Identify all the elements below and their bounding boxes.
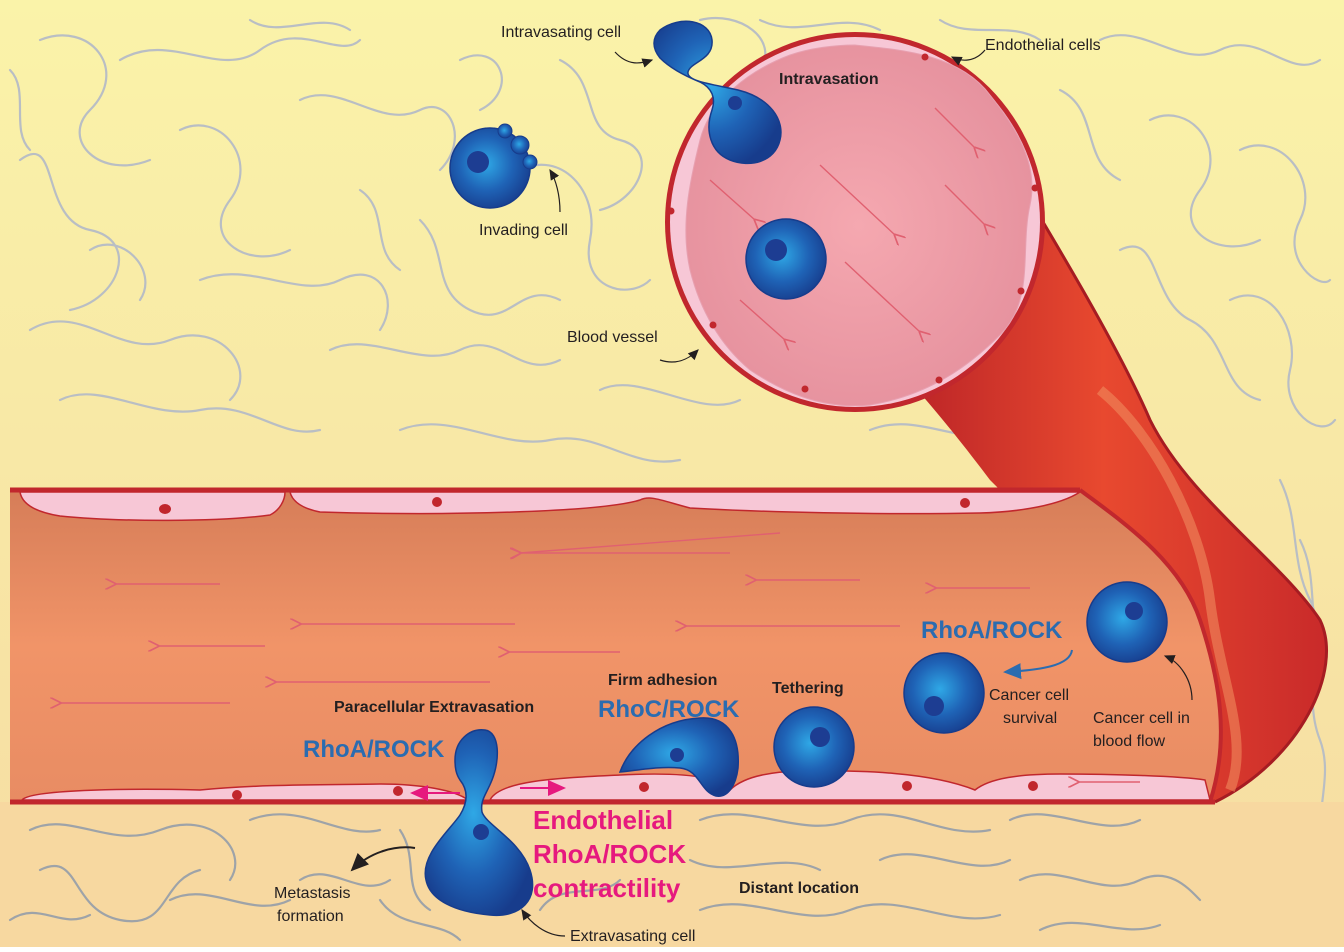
cancer-cell-blood-flow <box>1087 582 1167 662</box>
label-tethering: Tethering <box>772 680 844 697</box>
label-endothelial-line1: Endothelial <box>533 805 673 835</box>
label-intravasating-cell: Intravasating cell <box>501 24 621 41</box>
label-paracellular-extravasation: Paracellular Extravasation <box>334 699 534 716</box>
label-firm-adhesion: Firm adhesion <box>608 672 717 689</box>
circulating-cell-cross-section <box>746 219 826 299</box>
label-distant-location: Distant location <box>739 880 859 897</box>
label-intravasation: Intravasation <box>779 71 879 88</box>
cancer-cell-survival <box>904 653 984 733</box>
label-rhoc-rock: RhoC/ROCK <box>598 696 740 723</box>
label-cancer-cell-survival-line1: Cancer cell <box>989 687 1069 704</box>
label-rhoa-rock-extravasation: RhoA/ROCK <box>303 736 445 763</box>
label-extravasating-cell: Extravasating cell <box>570 928 695 945</box>
label-blood-vessel: Blood vessel <box>567 329 658 346</box>
label-endothelial-line2: RhoA/ROCK <box>533 839 686 869</box>
label-rhoa-rock-survival: RhoA/ROCK <box>921 617 1063 644</box>
tethering-cell <box>774 707 854 787</box>
label-endothelial-cells: Endothelial cells <box>985 37 1101 54</box>
label-metastasis-line2: formation <box>277 908 344 925</box>
label-endothelial-line3: contractility <box>533 873 681 903</box>
label-invading-cell: Invading cell <box>479 222 568 239</box>
label-cancer-cell-survival-line2: survival <box>1003 710 1057 727</box>
label-metastasis-line1: Metastasis <box>274 885 350 902</box>
label-cancer-cell-flow-line1: Cancer cell in <box>1093 710 1190 727</box>
label-cancer-cell-flow-line2: blood flow <box>1093 733 1165 750</box>
